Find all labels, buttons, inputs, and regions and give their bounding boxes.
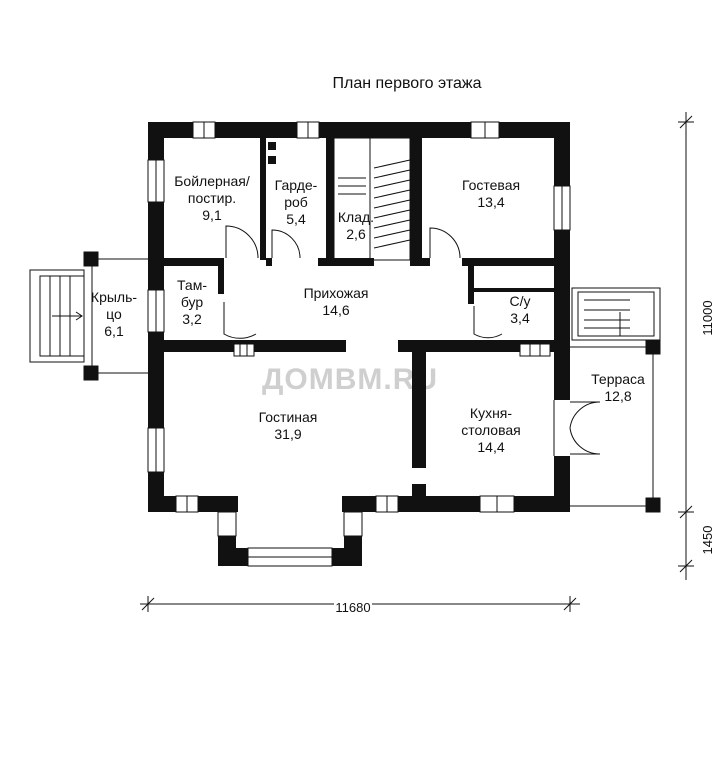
room-terrace-line-0: Терраса (591, 371, 645, 387)
dimension-bay: 1450 (700, 526, 715, 555)
wardrobe-fixtures (268, 142, 276, 164)
radiators (233, 343, 551, 357)
room-vestibule-line-2: 3,2 (182, 311, 202, 327)
room-porch-line-1: цо (106, 306, 122, 322)
room-kitchen-line-1: столовая (461, 422, 521, 438)
room-wardrobe-line-0: Гарде- (275, 177, 318, 193)
room-boiler: Бойлерная/постир.9,1 (174, 173, 250, 223)
room-wc: С/у3,4 (510, 293, 531, 326)
windows (147, 121, 571, 567)
room-boiler-line-0: Бойлерная/ (174, 173, 250, 189)
room-wc-line-1: 3,4 (510, 310, 530, 326)
room-porch-line-0: Крыль- (91, 289, 137, 305)
room-boiler-line-2: 9,1 (202, 207, 222, 223)
room-wc-line-0: С/у (510, 293, 531, 309)
room-terrace-line-1: 12,8 (604, 388, 631, 404)
staircase (333, 137, 411, 261)
interior-walls (148, 136, 556, 498)
room-storage-line-1: 2,6 (346, 226, 366, 242)
room-vestibule-line-1: бур (181, 294, 204, 310)
room-wardrobe-line-2: 5,4 (286, 211, 306, 227)
porch (29, 251, 148, 381)
room-storage: Клад.2,6 (338, 209, 374, 242)
dimension-width-label: 11680 (335, 600, 370, 615)
terrace (570, 287, 661, 513)
room-boiler-line-1: постир. (188, 190, 236, 206)
plan-title: План первого этажа (333, 75, 482, 92)
dimension-lines (140, 112, 694, 612)
room-storage-line-0: Клад. (338, 209, 374, 225)
room-kitchen-line-0: Кухня- (470, 405, 512, 421)
room-kitchen-line-2: 14,4 (477, 439, 504, 455)
room-living-line-0: Гостиная (259, 409, 318, 425)
room-vestibule-line-0: Там- (177, 277, 207, 293)
doors (223, 225, 601, 456)
room-wardrobe-line-1: роб (284, 194, 308, 210)
dimension-depth: 11000 (700, 300, 715, 335)
room-hall-line-0: Прихожая (304, 285, 369, 301)
room-living-line-1: 31,9 (274, 426, 301, 442)
room-porch: Крыль-цо6,1 (91, 289, 137, 339)
room-hall-line-1: 14,6 (322, 302, 349, 318)
room-guest-line-0: Гостевая (462, 177, 520, 193)
room-porch-line-2: 6,1 (104, 323, 124, 339)
watermark: ДОМВМ.RU (262, 363, 438, 396)
room-guest-line-1: 13,4 (477, 194, 504, 210)
